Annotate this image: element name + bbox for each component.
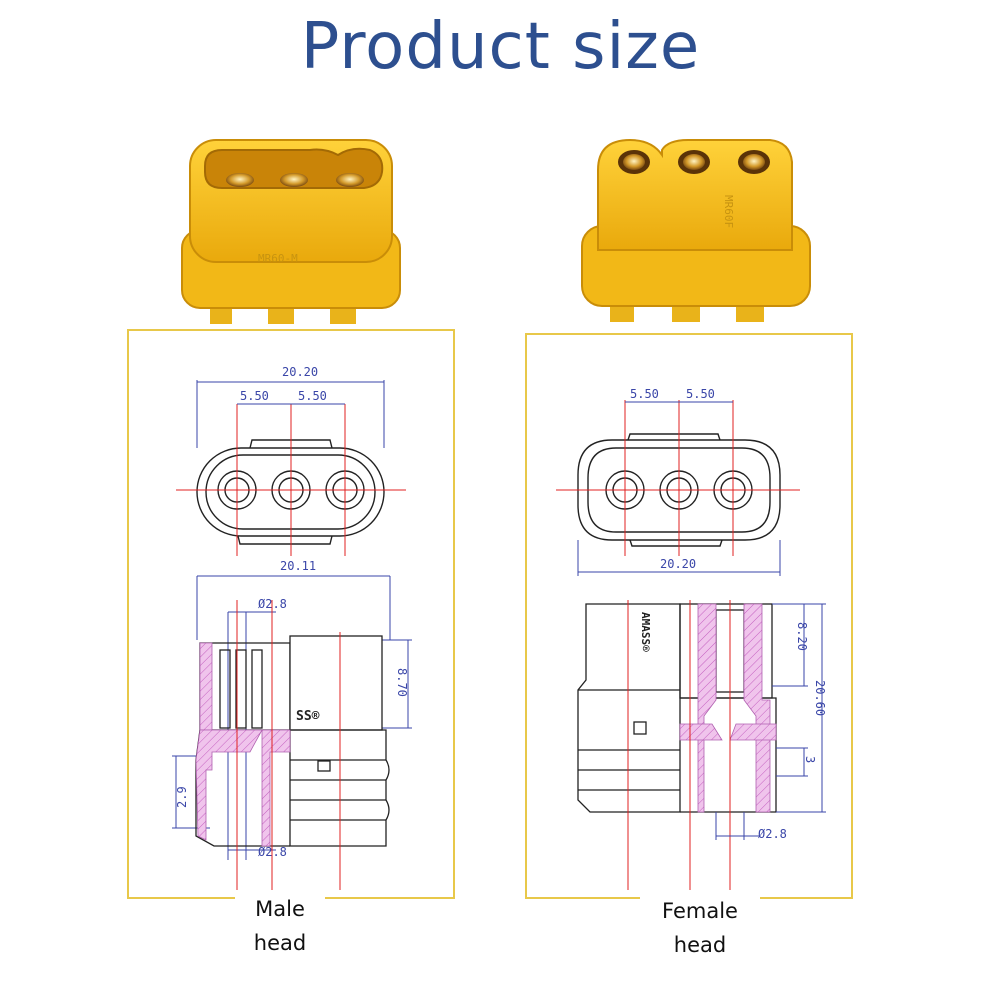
male-front-dimensions — [196, 380, 385, 448]
male-connector-photo: MR60-M — [181, 139, 401, 324]
male-dim-width-total: 20.20 — [282, 365, 318, 379]
male-logo: SS® — [296, 709, 320, 724]
page-title: Product size — [300, 10, 701, 84]
female-front-centerlines — [556, 400, 800, 556]
male-caption: Male head — [235, 892, 325, 960]
female-dim-width-total: 20.20 — [660, 557, 696, 571]
female-side-centerlines — [627, 600, 731, 890]
male-photo-label: MR60-M — [258, 252, 298, 265]
female-dim-height-total: 20.60 — [813, 680, 827, 716]
female-side-dimensions — [715, 603, 826, 840]
male-caption-line1: Male — [255, 897, 305, 921]
female-dim-pitch-right: 5.50 — [686, 387, 715, 401]
female-dim-pitch-left: 5.50 — [630, 387, 659, 401]
female-side-view — [577, 603, 777, 813]
female-drawing-frame — [525, 333, 853, 899]
female-front-dimensions — [577, 401, 781, 576]
male-dim-pitch-left: 5.50 — [240, 389, 269, 403]
male-hatched-section — [195, 642, 291, 847]
female-dim-pin-dia: Ø2.8 — [758, 827, 787, 841]
female-caption-line1: Female — [662, 899, 738, 923]
male-dim-side-width: 20.11 — [280, 559, 316, 573]
female-caption-line2: head — [673, 933, 727, 957]
male-side-centerlines — [236, 600, 341, 890]
female-connector-photo: MR60F — [581, 138, 811, 322]
female-logo: AMASS® — [639, 612, 652, 652]
male-dim-height: 8.70 — [395, 668, 409, 697]
male-caption-line2: head — [253, 931, 307, 955]
female-dim-height-top: 8.20 — [795, 622, 809, 651]
female-hatched-section — [679, 603, 777, 813]
female-caption: Female head — [640, 894, 760, 962]
male-front-centerlines — [176, 404, 406, 556]
male-dim-pitch-right: 5.50 — [298, 389, 327, 403]
female-dim-step: 3 — [803, 756, 817, 763]
male-side-view — [195, 635, 390, 847]
male-dim-step: 2.9 — [175, 786, 189, 808]
female-photo-label: MR60F — [722, 195, 735, 228]
